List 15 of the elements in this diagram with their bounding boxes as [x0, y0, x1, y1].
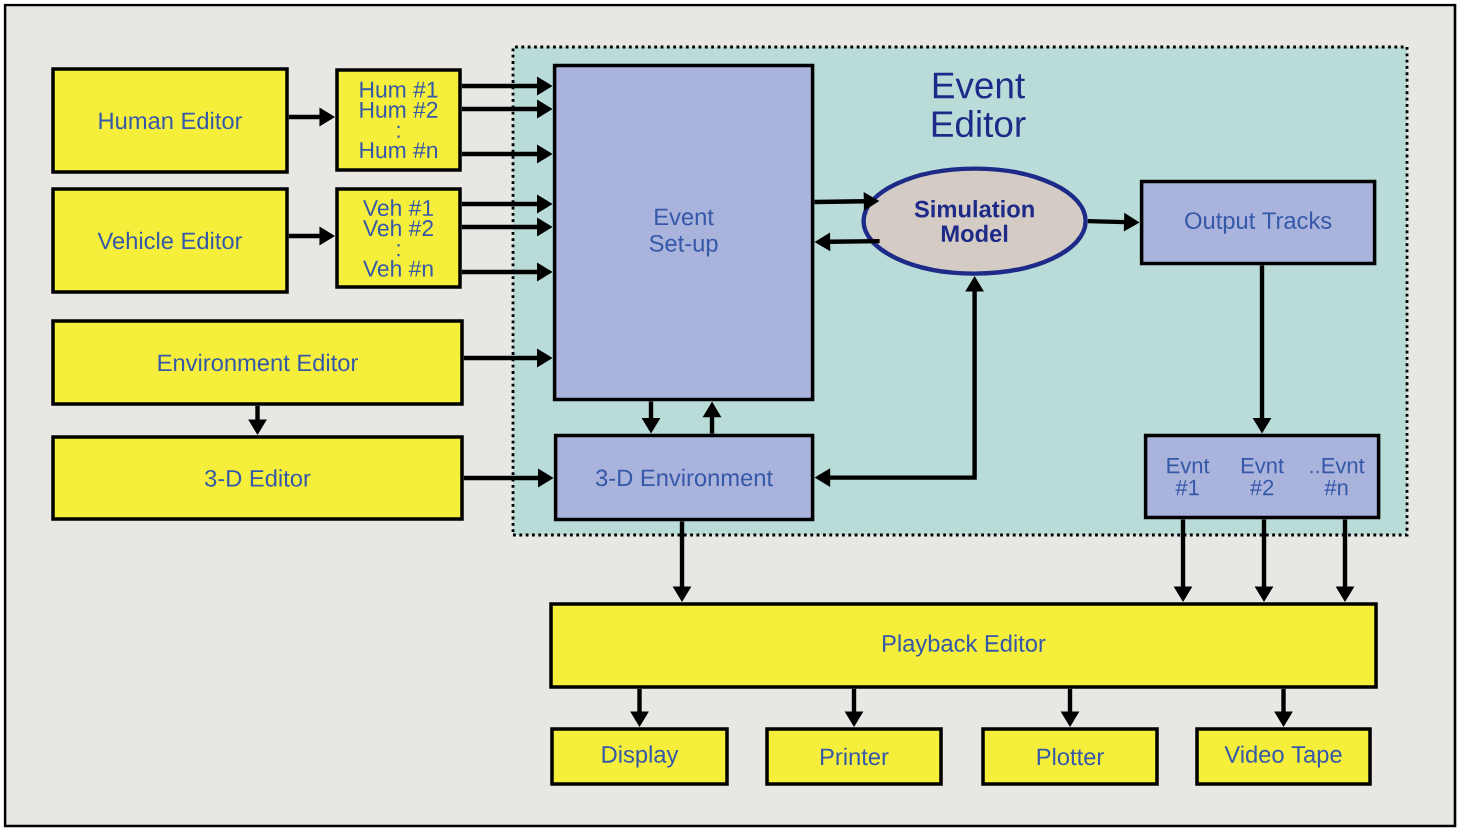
process-box: Human Editor	[51, 67, 289, 174]
process-box: Display	[550, 727, 729, 786]
list-box: Evnt #1 Evnt #2 ..Evnt #n	[1143, 433, 1381, 520]
process-box: Output Tracks	[1139, 179, 1377, 266]
process-box: Event Set-up	[552, 63, 815, 402]
process-box: Environment Editor	[51, 319, 464, 406]
process-box: Video Tape	[1195, 727, 1372, 786]
process-box: Playback Editor	[549, 602, 1378, 689]
list-box: Hum #1 Hum #2 : Hum #n	[335, 68, 462, 172]
process-box: Plotter	[981, 727, 1159, 786]
list-box: Veh #1 Veh #2 : Veh #n	[335, 187, 462, 289]
process-box: Printer	[765, 727, 943, 786]
process-box: 3-D Environment	[553, 433, 815, 522]
process-box: Vehicle Editor	[51, 187, 289, 294]
process-box: 3-D Editor	[51, 435, 464, 521]
